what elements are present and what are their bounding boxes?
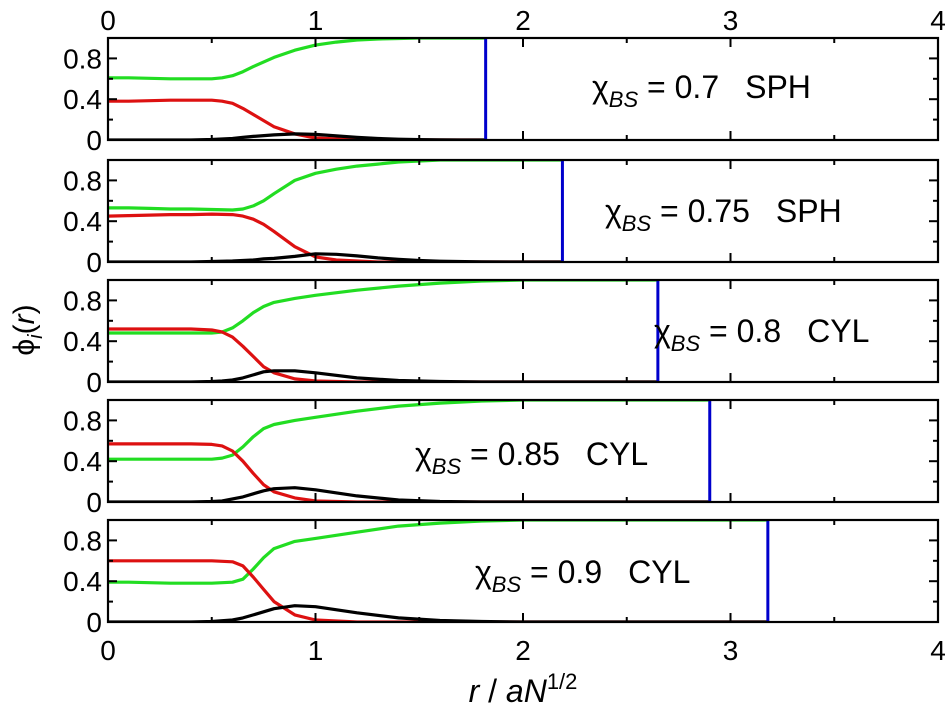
black-series-line (108, 252, 563, 262)
y-tick-label: 0.8 (63, 525, 102, 556)
y-tick-label: 0 (86, 487, 102, 518)
x-axis-label: r / aN1/2 (469, 669, 578, 709)
x-tick-label-bottom: 0 (100, 635, 116, 666)
red-series-line (108, 442, 710, 502)
x-tick-label-top: 3 (723, 5, 739, 36)
y-tick-label: 0.8 (63, 165, 102, 196)
x-tick-label-bottom: 3 (723, 635, 739, 666)
red-series-line (108, 327, 658, 382)
y-tick-label: 0 (86, 247, 102, 278)
x-tick-label-top: 0 (100, 5, 116, 36)
black-series-line (108, 604, 768, 622)
red-series-line (108, 559, 768, 622)
top-x-tick-labels: 0 1 2 3 4 (100, 5, 946, 36)
red-series-line (108, 212, 563, 262)
x-tick-label-top: 4 (930, 5, 946, 36)
black-series-line (108, 369, 658, 382)
x-tick-label-top: 1 (308, 5, 324, 36)
y-tick-label: 0.8 (63, 285, 102, 316)
bottom-x-tick-labels: 0 1 2 3 4 (100, 635, 946, 666)
green-series-line (108, 400, 710, 461)
y-tick-label: 0 (86, 367, 102, 398)
y-axis-label: ϕi(r) (8, 304, 47, 355)
y-tick-label: 0.4 (63, 206, 102, 237)
x-tick-label-top: 2 (515, 5, 531, 36)
green-series-line (108, 160, 563, 212)
x-tick-label-bottom: 4 (930, 635, 946, 666)
red-series-line (108, 98, 486, 140)
y-tick-label: 0 (86, 607, 102, 638)
x-tick-label-bottom: 1 (308, 635, 324, 666)
y-tick-label: 0.4 (63, 326, 102, 357)
y-tick-label: 0.4 (63, 446, 102, 477)
panel-frame (106, 36, 940, 142)
y-tick-label: 0.8 (63, 43, 102, 74)
y-tick-label: 0.4 (63, 84, 102, 115)
green-series-line (108, 38, 486, 81)
y-tick-label: 0 (86, 125, 102, 156)
x-tick-label-bottom: 2 (515, 635, 531, 666)
black-series-line (108, 486, 710, 502)
y-tick-label: 0.8 (63, 405, 102, 436)
green-series-line (108, 280, 658, 335)
y-tick-label: 0.4 (63, 566, 102, 597)
